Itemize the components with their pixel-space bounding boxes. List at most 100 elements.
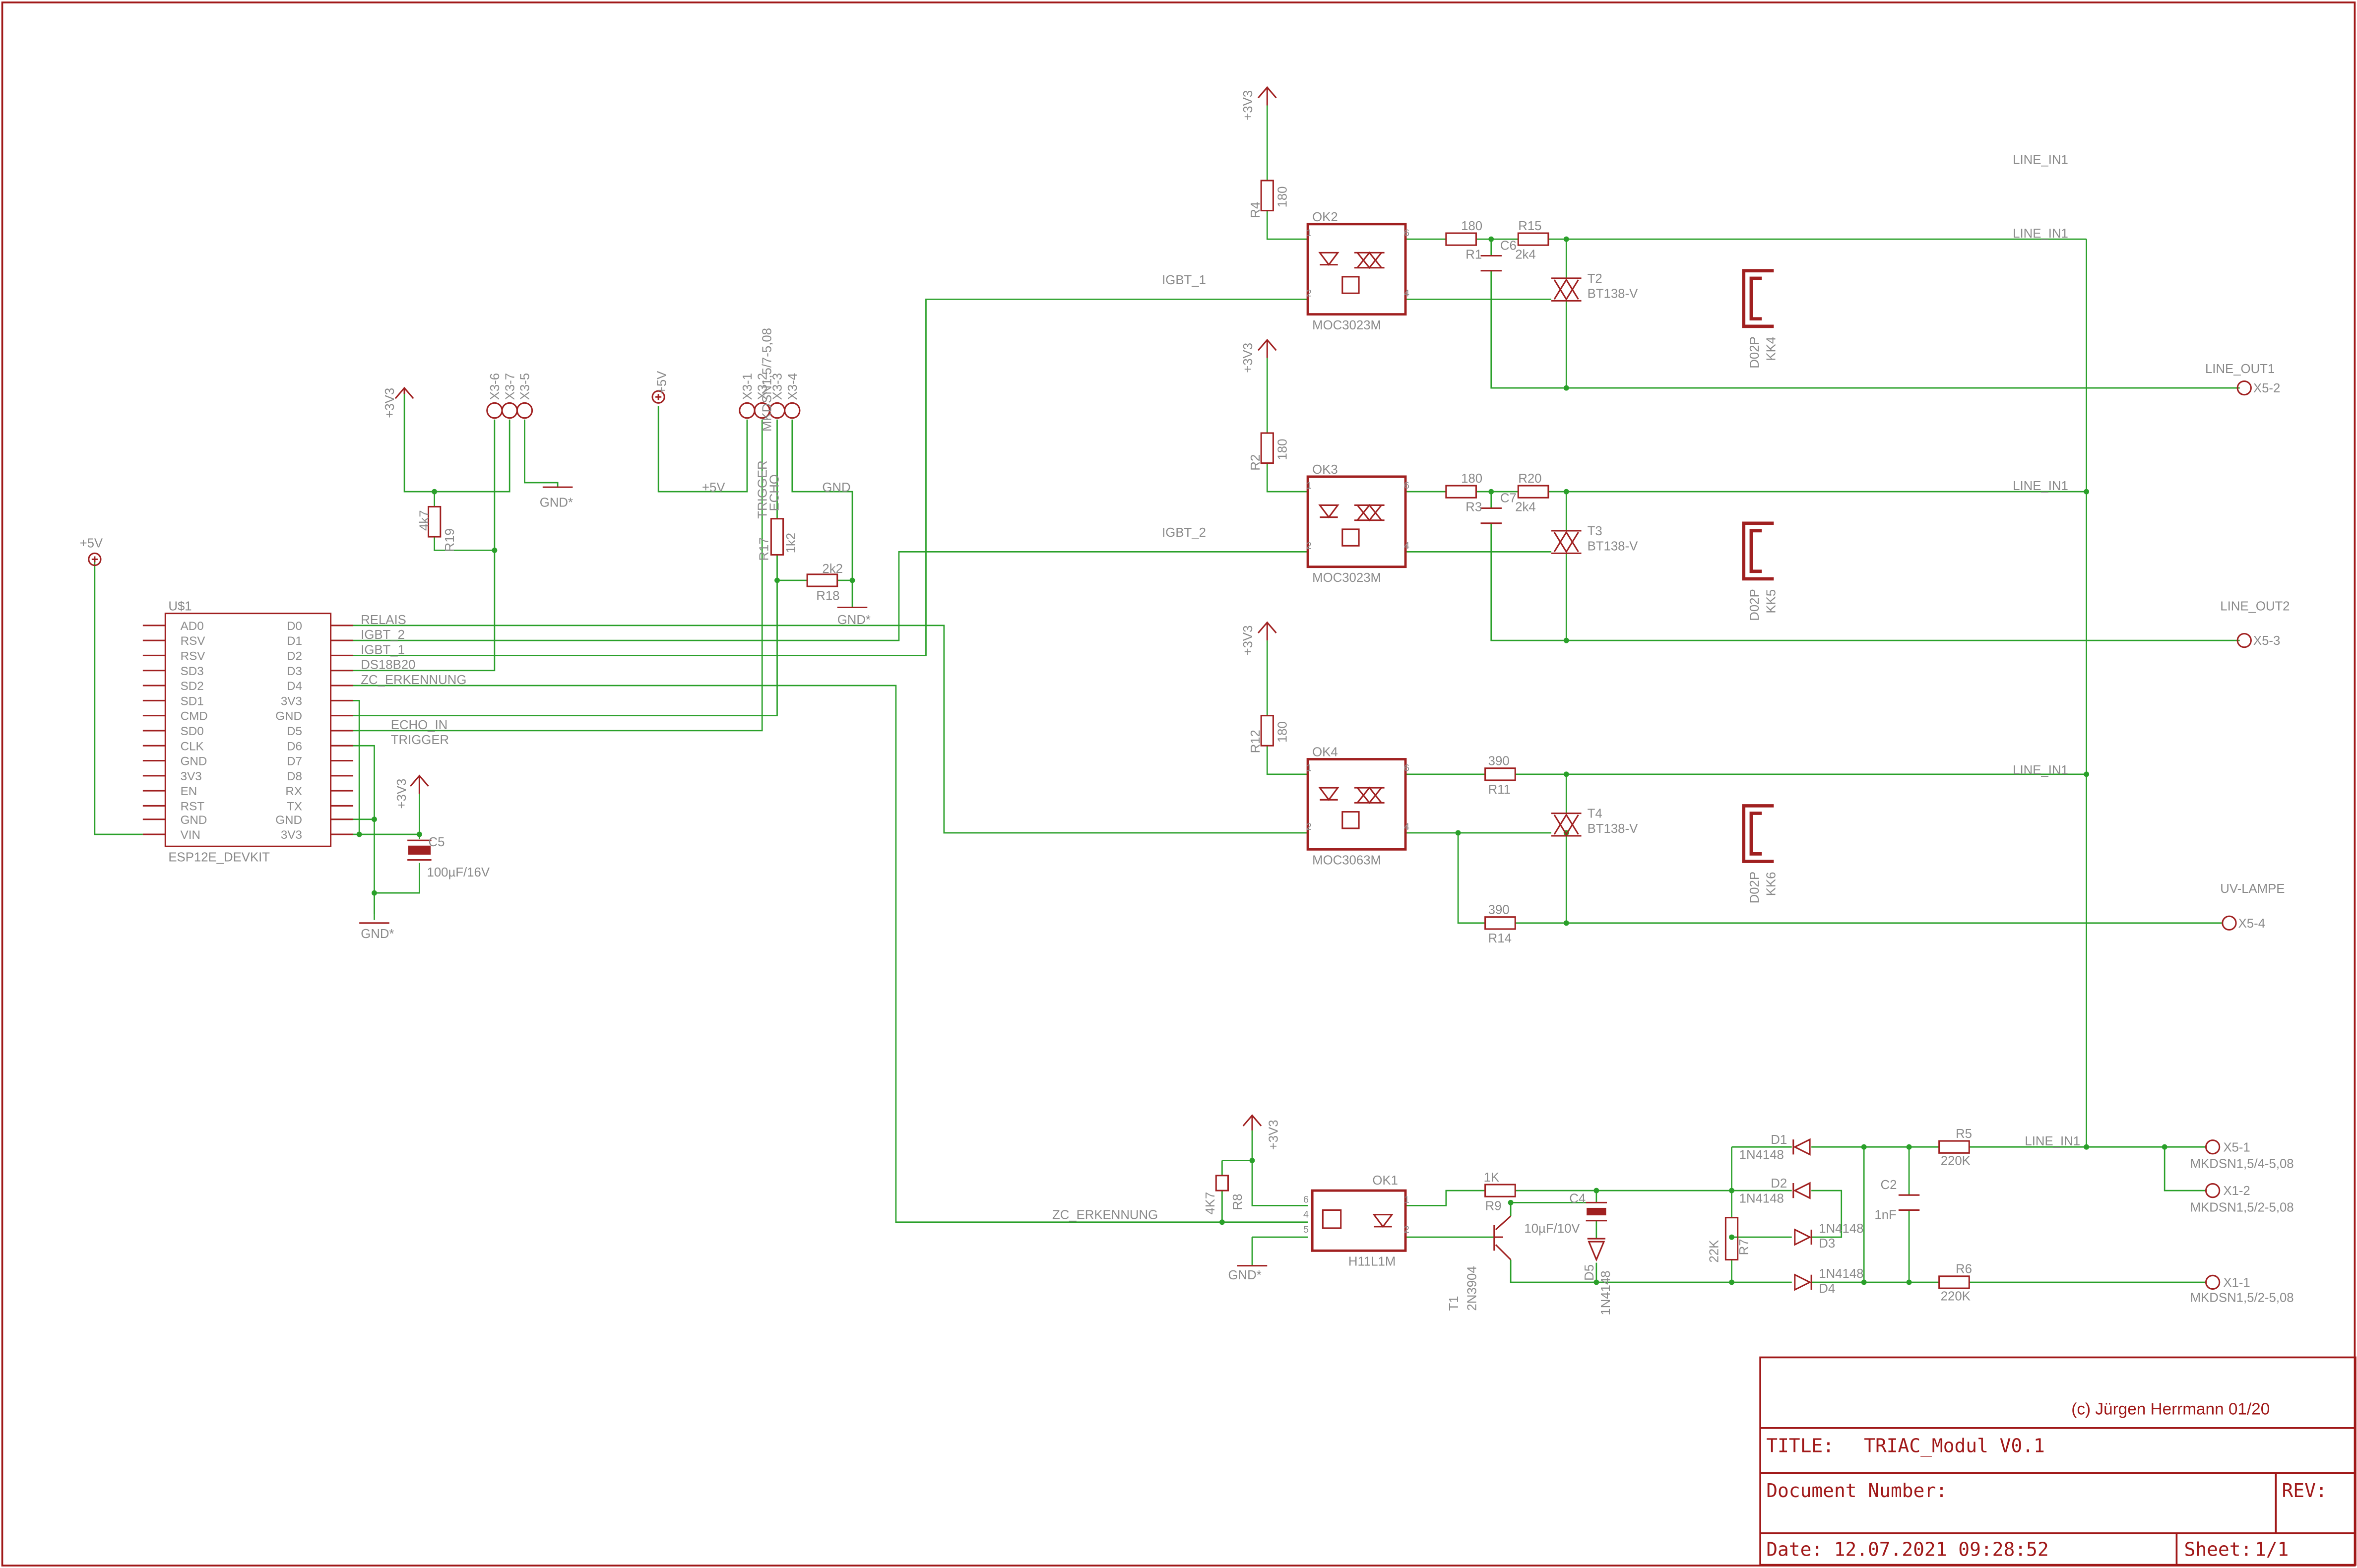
svg-text:GND*: GND* [837,613,871,627]
symbols [88,86,2357,1566]
svg-text:22K: 22K [1707,1240,1721,1263]
rev-label: REV: [2282,1480,2327,1502]
svg-text:C6: C6 [1500,239,1517,252]
svg-text:KK4: KK4 [1764,337,1778,361]
svg-text:OK3: OK3 [1312,463,1338,477]
svg-text:X5-3: X5-3 [2253,634,2280,648]
svg-text:D8: D8 [287,770,302,783]
svg-text:D5: D5 [287,725,302,738]
svg-text:TRIGGER: TRIGGER [756,460,769,518]
svg-text:X5-1: X5-1 [2223,1140,2250,1154]
mcu-right-pins: D0 D1 D2 D3 D4 3V3 GND D5 D6 D7 D8 RX TX… [275,620,302,842]
svg-text:IGBT_1: IGBT_1 [361,643,405,657]
svg-text:GND: GND [181,755,207,768]
svg-text:IGBT_2: IGBT_2 [1162,526,1206,540]
svg-text:4K7: 4K7 [1204,1192,1217,1215]
svg-text:D5: D5 [1583,1264,1596,1281]
svg-text:+5V: +5V [702,481,725,495]
svg-text:LINE_IN1: LINE_IN1 [2013,227,2068,241]
svg-text:+3V3: +3V3 [1241,343,1255,373]
svg-text:RSV: RSV [181,634,206,648]
svg-text:1N4148: 1N4148 [1599,1270,1613,1315]
mcu-value: ESP12E_DEVKIT [168,851,270,865]
svg-text:ZC_ERKENNUNG: ZC_ERKENNUNG [1052,1208,1158,1222]
svg-text:X3-1: X3-1 [741,373,755,400]
svg-text:LINE_IN1: LINE_IN1 [2013,153,2068,167]
svg-text:BT138-V: BT138-V [1588,822,1638,836]
svg-text:2N3904: 2N3904 [1465,1266,1479,1311]
mcu-left-pins: AD0 RSV RSV SD3 SD2 SD1 CMD SD0 CLK GND … [181,620,208,842]
svg-text:D0: D0 [287,620,302,633]
svg-text:+3V3: +3V3 [1267,1120,1280,1150]
svg-text:X3-5: X3-5 [518,373,532,400]
svg-text:D3: D3 [1819,1237,1835,1251]
svg-text:3V3: 3V3 [281,828,302,842]
svg-text:D4: D4 [287,680,302,693]
svg-text:2: 2 [1404,1224,1409,1235]
svg-text:2: 2 [1306,288,1312,299]
svg-text:C7: C7 [1500,491,1517,505]
svg-text:RX: RX [285,785,302,798]
svg-text:C5: C5 [429,835,445,849]
svg-text:6: 6 [1404,228,1409,239]
svg-text:2: 2 [1306,821,1312,832]
svg-text:1N4148: 1N4148 [1739,1192,1784,1205]
svg-text:UV-LAMPE: UV-LAMPE [2220,882,2285,896]
p5v-mid-icon [651,390,665,404]
svg-text:R7: R7 [1737,1239,1751,1255]
svg-text:MOC3023M: MOC3023M [1312,571,1381,585]
svg-text:1nF: 1nF [1874,1208,1896,1222]
svg-text:100µF/16V: 100µF/16V [427,866,490,879]
svg-text:GND: GND [275,814,302,827]
svg-text:D3: D3 [287,665,302,678]
svg-text:180: 180 [1276,721,1290,743]
svg-text:ECHO_IN: ECHO_IN [391,718,447,732]
svg-text:BT138-V: BT138-V [1588,287,1638,301]
svg-text:OK2: OK2 [1312,210,1338,224]
svg-text:TX: TX [287,800,302,814]
svg-text:MOC3023M: MOC3023M [1312,318,1381,332]
svg-text:CLK: CLK [181,740,204,753]
svg-text:+3V3: +3V3 [383,388,397,418]
copyright: (c) Jürgen Herrmann 01/20 [2071,1400,2270,1419]
svg-text:R12: R12 [1249,730,1263,753]
svg-text:RST: RST [181,800,205,814]
svg-text:1: 1 [1404,1194,1409,1205]
svg-text:R14: R14 [1488,932,1512,945]
svg-text:R5: R5 [1956,1127,1972,1141]
svg-text:R6: R6 [1956,1262,1972,1276]
svg-text:R18: R18 [816,589,839,603]
svg-text:D2: D2 [1771,1177,1787,1191]
svg-text:IGBT_2: IGBT_2 [361,628,405,642]
svg-text:3V3: 3V3 [181,770,202,783]
svg-text:R3: R3 [1465,501,1482,514]
junctions [356,236,2167,1285]
svg-text:C2: C2 [1880,1178,1897,1192]
svg-text:1N4148: 1N4148 [1819,1222,1863,1236]
svg-text:X1-2: X1-2 [2223,1184,2250,1198]
svg-text:X3-2: X3-2 [756,373,769,400]
svg-text:LINE_IN1: LINE_IN1 [2013,763,2068,777]
svg-text:+3V3: +3V3 [395,779,409,809]
sheet-label: Sheet: [2184,1538,2252,1560]
svg-text:MKDSN1,5/7-5,08: MKDSN1,5/7-5,08 [760,328,774,432]
svg-text:4: 4 [1303,1209,1309,1220]
svg-text:6: 6 [1404,480,1409,491]
svg-text:R2: R2 [1249,454,1263,471]
svg-text:MKDSN1,5/2-5,08: MKDSN1,5/2-5,08 [2190,1201,2294,1215]
svg-text:OK4: OK4 [1312,745,1338,759]
svg-text:6: 6 [1303,1194,1309,1205]
svg-text:390: 390 [1488,903,1510,917]
svg-text:1k2: 1k2 [784,533,798,554]
svg-text:X5-4: X5-4 [2238,917,2265,931]
svg-text:2k2: 2k2 [822,562,843,576]
svg-text:GND: GND [181,814,207,827]
svg-text:ECHO: ECHO [768,474,782,511]
svg-text:DS18B20: DS18B20 [361,658,415,672]
svg-text:T3: T3 [1588,524,1602,538]
svg-text:RELAIS: RELAIS [361,613,406,627]
svg-text:R1: R1 [1465,248,1482,262]
svg-text:R8: R8 [1231,1194,1245,1210]
